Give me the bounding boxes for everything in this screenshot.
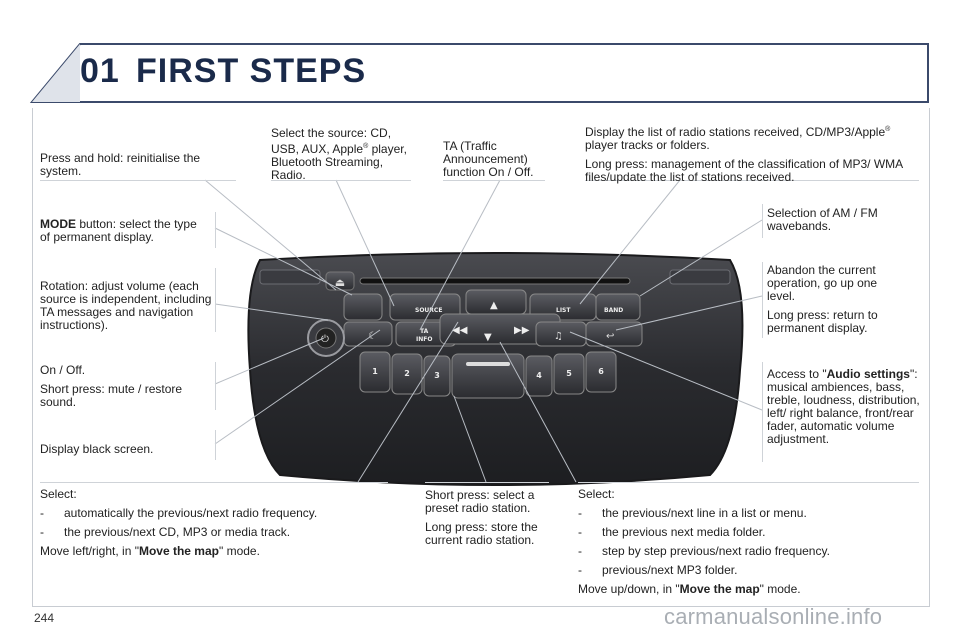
watermark: carmanualsonline.info (664, 604, 883, 629)
callout-audio-pre: Access to " (767, 367, 827, 381)
callout-onoff-text: On / Off. (40, 363, 86, 377)
callout-reset: Press and hold: reinitialise the system. (40, 152, 220, 184)
callout-reset-text: Press and hold: reinitialise the system. (40, 151, 201, 178)
move-the-map-label: Move the map (679, 582, 760, 596)
select-left-item: the previous/next CD, MP3 or media track… (40, 526, 390, 540)
divider (215, 268, 216, 332)
callout-source: Select the source: CD, USB, AUX, Apple® … (271, 127, 411, 188)
callout-source-tail: player, Bluetooth Streaming, Radio. (271, 142, 407, 182)
divider (762, 262, 763, 338)
callout-band-text: Selection of AM / FM wavebands. (767, 206, 878, 233)
callout-back-longpress: Long press: return to permanent display. (767, 308, 878, 335)
chapter-title: FIRST STEPS (136, 52, 367, 90)
select-right-footer-pre: Move up/down, in " (578, 582, 680, 596)
chapter-header-frame (29, 43, 929, 103)
divider (215, 212, 216, 248)
audio-settings-label: Audio settings (826, 367, 910, 381)
callout-list-tail: player tracks or folders. (585, 138, 710, 152)
callout-mute-text: Short press: mute / restore sound. (40, 382, 183, 409)
registered-mark: ® (363, 143, 369, 150)
registered-mark: ® (885, 126, 891, 133)
callout-back: Abandon the current operation, go up one… (767, 264, 907, 341)
callout-preset-short: Short press: select a preset radio stati… (425, 488, 535, 515)
divider (585, 180, 919, 181)
callout-band: Selection of AM / FM wavebands. (767, 207, 917, 239)
move-the-map-label: Move the map (138, 544, 219, 558)
select-right-item: step by step previous/next radio frequen… (578, 545, 918, 559)
select-left-block: Select: automatically the previous/next … (40, 488, 390, 564)
callout-mode: MODE button: select the type of permanen… (40, 218, 210, 250)
select-right-item: the previous/next line in a list or menu… (578, 507, 918, 521)
mode-label: MODE (40, 217, 76, 231)
callout-audio: Access to "Audio settings": musical ambi… (767, 368, 927, 452)
callout-preset: Short press: select a preset radio stati… (425, 489, 550, 553)
callout-rotation: Rotation: adjust volume (each source is … (40, 280, 215, 338)
divider (215, 430, 216, 460)
divider (271, 180, 411, 181)
select-right-heading: Select: (578, 487, 615, 501)
select-right-footer-post: " mode. (759, 582, 801, 596)
divider (215, 362, 216, 410)
divider (762, 362, 763, 462)
callout-ta: TA (Traffic Announcement) function On / … (443, 140, 553, 185)
callout-source-text: Select the source: CD, USB, AUX, Apple (271, 126, 392, 156)
select-left-list: automatically the previous/next radio fr… (40, 507, 390, 540)
callout-audio-text: ": musical ambiences, bass, treble, loud… (767, 367, 920, 446)
select-left-footer-post: " mode. (218, 544, 260, 558)
divider (762, 204, 763, 238)
callout-ta-text: TA (Traffic Announcement) function On / … (443, 139, 534, 179)
divider (425, 482, 549, 483)
select-left-footer-pre: Move left/right, in " (40, 544, 139, 558)
select-right-list: the previous/next line in a list or menu… (578, 507, 918, 578)
content-frame (32, 108, 930, 607)
callout-preset-long: Long press: store the current radio stat… (425, 520, 538, 547)
select-left-item: automatically the previous/next radio fr… (40, 507, 390, 521)
page-number: 244 (34, 611, 55, 625)
callout-black-text: Display black screen. (40, 442, 154, 456)
callout-list-text: Display the list of radio stations recei… (585, 125, 886, 139)
select-right-block: Select: the previous/next line in a list… (578, 488, 918, 602)
select-right-item: previous/next MP3 folder. (578, 564, 918, 578)
divider (578, 482, 919, 483)
callout-rotation-text: Rotation: adjust volume (each source is … (40, 279, 212, 332)
callout-black: Display black screen. (40, 443, 210, 462)
callout-mode-text: button: select the type of permanent dis… (40, 217, 197, 244)
callout-list-longpress: Long press: management of the classifica… (585, 157, 903, 184)
callout-onoff: On / Off. Short press: mute / restore so… (40, 364, 210, 415)
callout-list: Display the list of radio stations recei… (585, 123, 920, 190)
divider (443, 180, 545, 181)
divider (40, 180, 236, 181)
chapter-number: 01 (80, 52, 120, 90)
select-left-heading: Select: (40, 487, 77, 501)
divider (40, 482, 388, 483)
callout-back-text: Abandon the current operation, go up one… (767, 263, 878, 303)
select-right-item: the previous next media folder. (578, 526, 918, 540)
